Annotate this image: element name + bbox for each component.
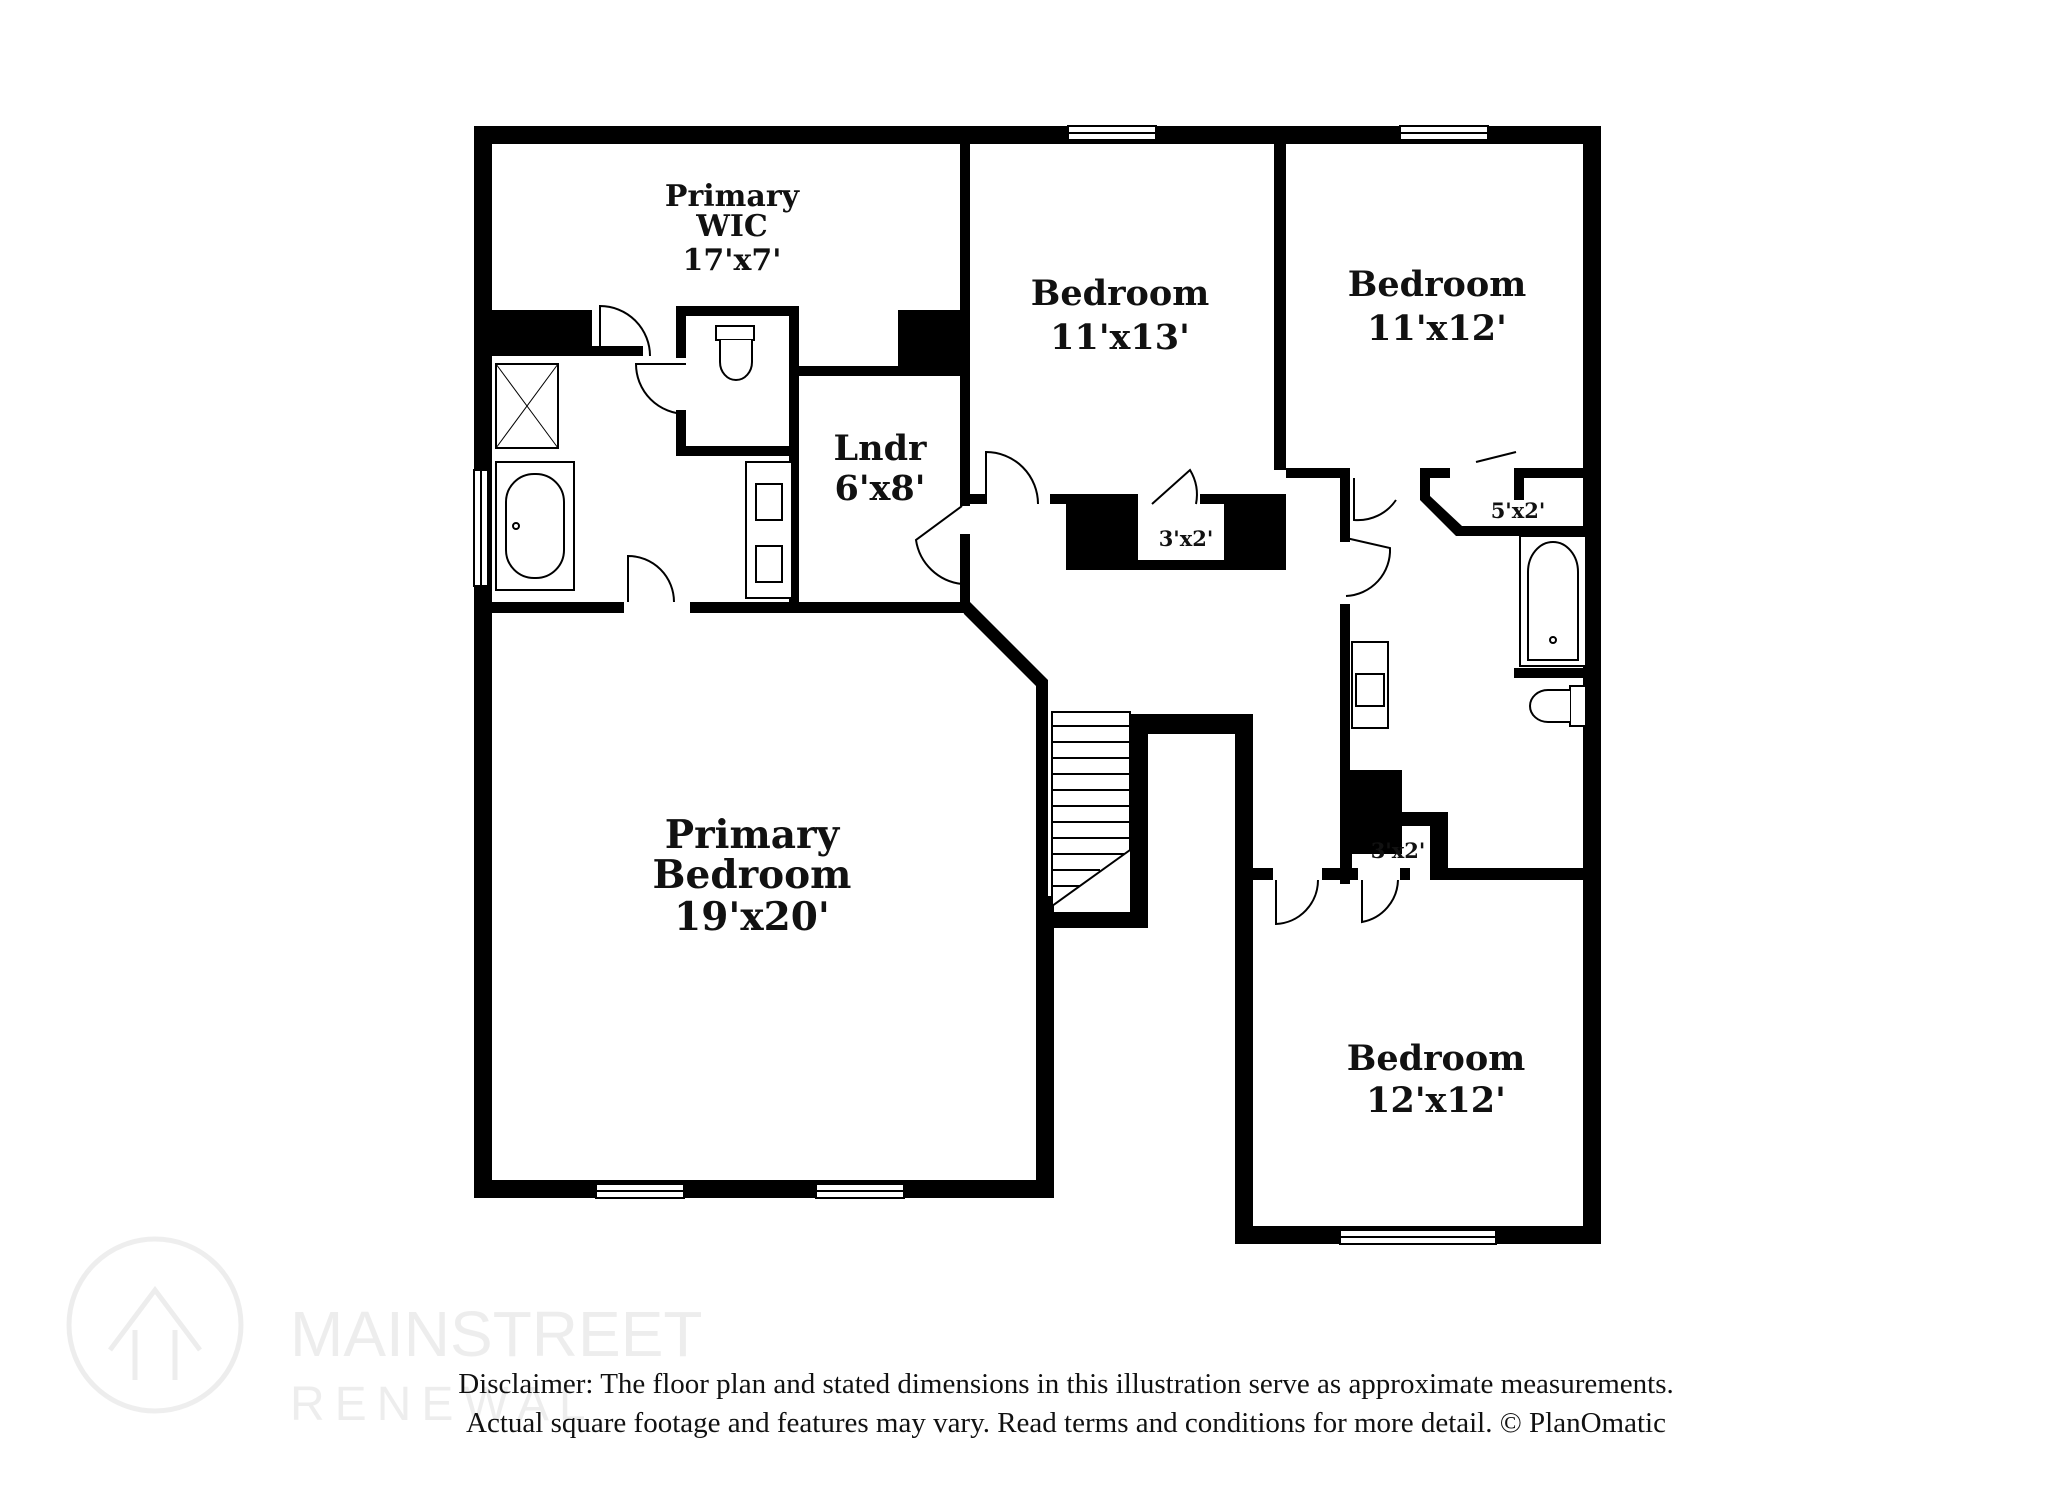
primary-wic-label-2: WIC — [695, 209, 768, 244]
fixtures — [495, 325, 1587, 908]
toilet-icon — [1569, 685, 1587, 727]
windows — [473, 125, 1497, 1245]
bedroom-3-dims: 11'x12' — [1367, 308, 1507, 349]
bedroom-4-dims: 12'x12' — [1366, 1080, 1506, 1121]
bedroom-2-label: Bedroom — [1031, 273, 1210, 314]
room-labels: Primary WIC 17'x7' Bedroom 11'x13' Bedro… — [653, 179, 1546, 1121]
primary-bedroom-dims: 19'x20' — [674, 894, 830, 940]
watermark-logo: MAINSTREET RENEWAL — [66, 1236, 702, 1431]
disclaimer: Disclaimer: The floor plan and stated di… — [458, 1368, 1674, 1439]
bedroom-2-dims: 11'x13' — [1050, 317, 1190, 358]
brand-name-line1: MAINSTREET — [290, 1298, 702, 1370]
brand-name-line2: RENEWAL — [290, 1378, 596, 1431]
brand-ring-icon — [66, 1236, 244, 1414]
disclaimer-line-1: Disclaimer: The floor plan and stated di… — [458, 1368, 1674, 1400]
primary-wic-dims: 17'x7' — [683, 243, 782, 278]
laundry-label: Lndr — [834, 428, 928, 469]
disclaimer-line-2: Actual square footage and features may v… — [466, 1407, 1666, 1439]
toilet-icon — [715, 325, 755, 341]
laundry-dims: 6'x8' — [834, 468, 925, 509]
primary-bedroom-label-1: Primary — [665, 812, 841, 858]
primary-wic-label-1: Primary — [665, 179, 801, 214]
bedroom-3-label: Bedroom — [1348, 264, 1527, 305]
primary-bedroom-label-2: Bedroom — [653, 852, 852, 898]
closet-hall-dims: 3'x2' — [1159, 526, 1214, 551]
bedroom-4-label: Bedroom — [1347, 1038, 1526, 1079]
doors — [599, 304, 1517, 926]
stairs-icon — [1051, 711, 1131, 908]
closet-5x2-dims: 5'x2' — [1491, 498, 1546, 523]
walls — [474, 126, 1601, 1244]
closet-bath-dims: 3'x2' — [1371, 838, 1426, 863]
